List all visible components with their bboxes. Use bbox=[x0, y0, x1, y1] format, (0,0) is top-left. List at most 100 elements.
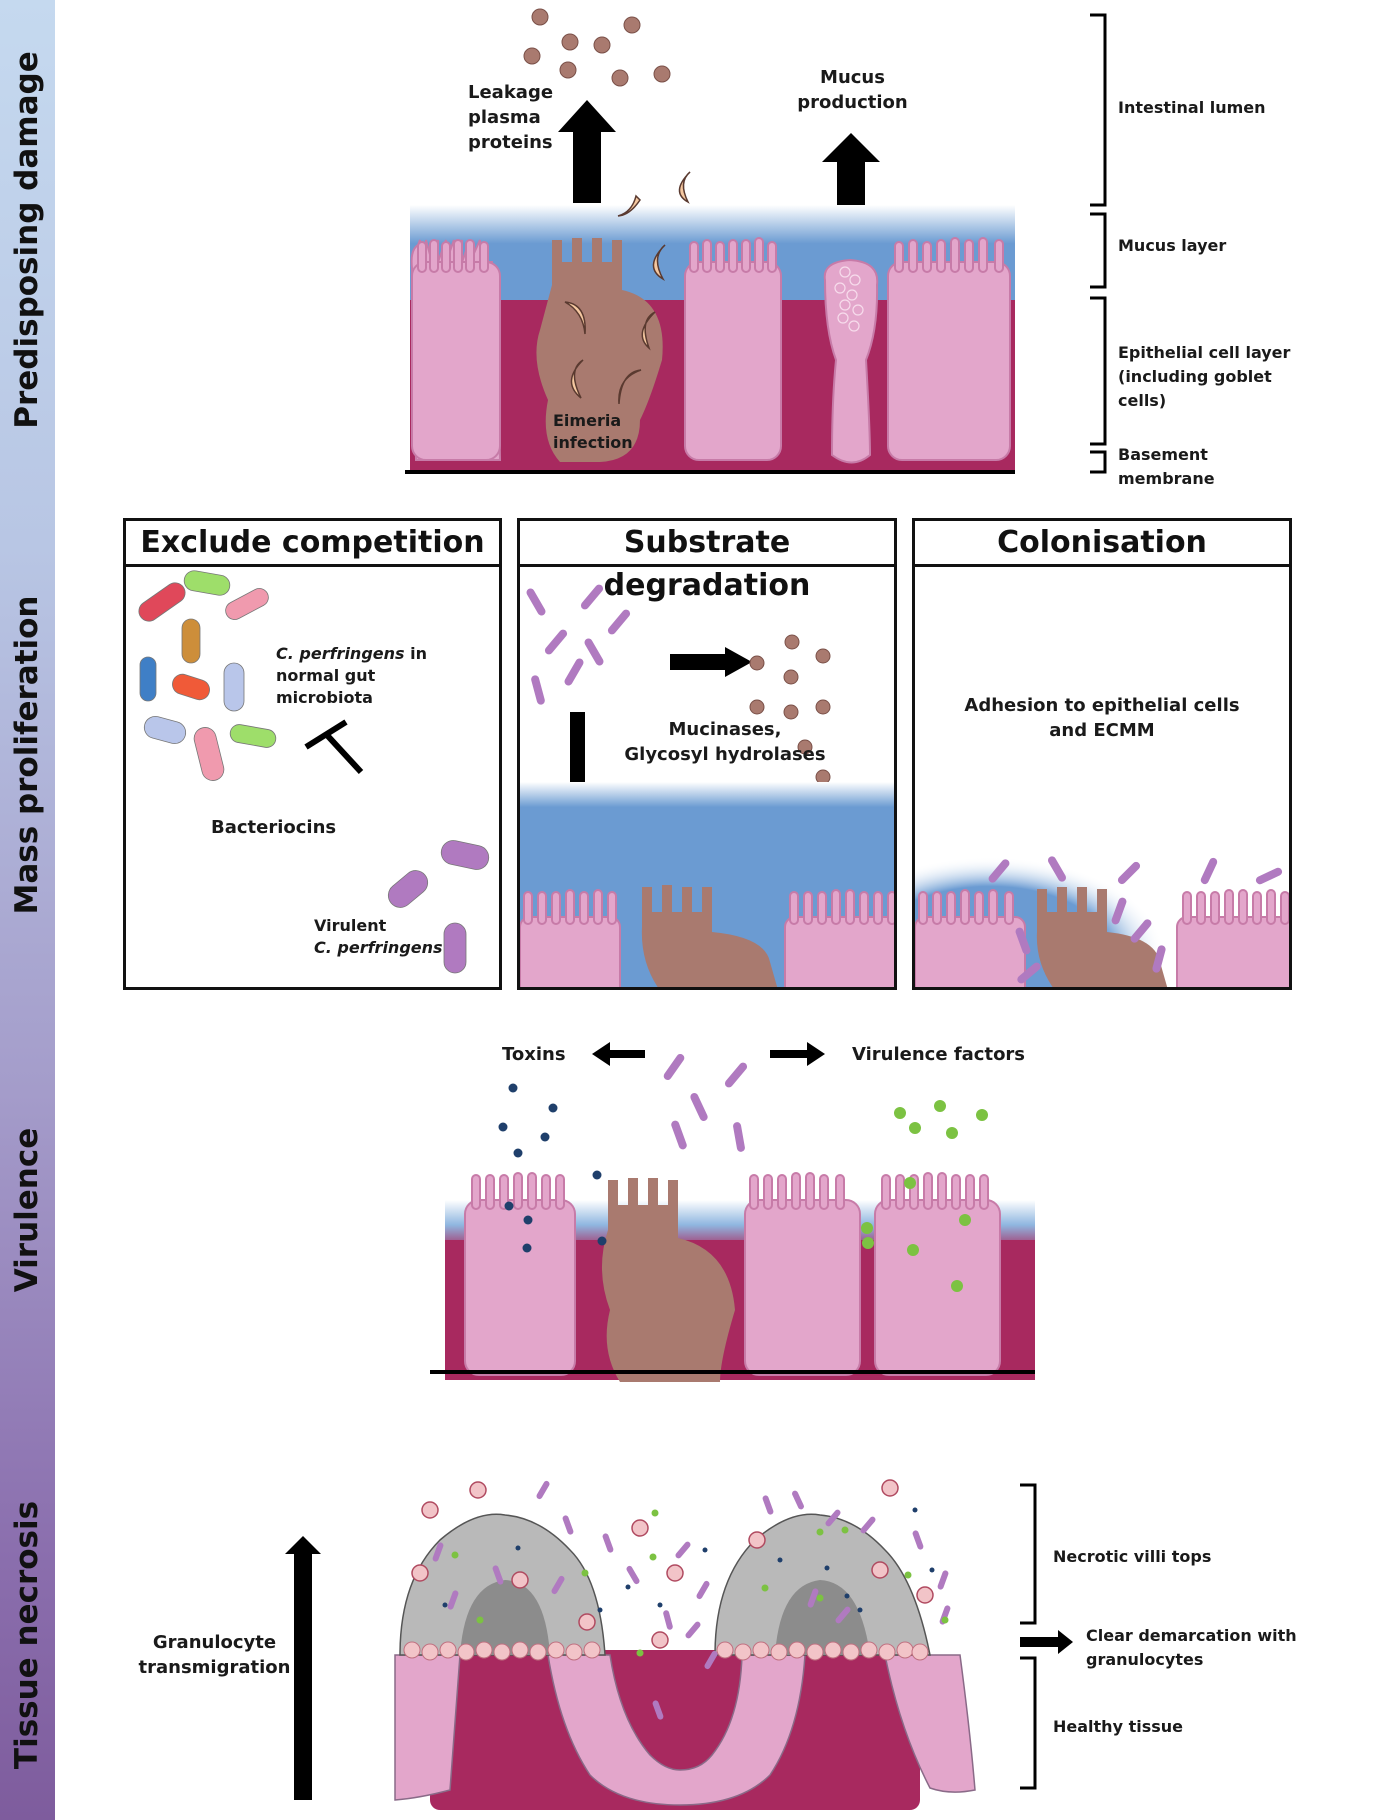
brace-epithelial bbox=[1090, 296, 1107, 446]
plasma-proteins-illustration bbox=[405, 8, 1107, 474]
bacterium bbox=[544, 629, 568, 655]
bacterium bbox=[183, 570, 231, 596]
layer-label-mucus: Mucus layer bbox=[1118, 236, 1227, 255]
label-necrotic-villi-tops: Necrotic villi tops bbox=[1053, 1547, 1212, 1566]
necrosis-braces bbox=[1020, 1483, 1037, 1790]
necrosis-illustration bbox=[285, 1479, 1073, 1810]
brace-mucus-layer bbox=[1090, 212, 1107, 289]
bacterium bbox=[229, 724, 277, 748]
plasma-protein-dot bbox=[531, 8, 549, 26]
mucin-granules bbox=[834, 266, 864, 332]
bacterium bbox=[988, 859, 1010, 883]
layer-label-epithelial: Epithelial cell layer (including goblet … bbox=[1118, 343, 1291, 410]
basement-membrane-line bbox=[405, 470, 1015, 474]
epithelial-cells bbox=[520, 889, 894, 987]
bacterium bbox=[1015, 927, 1031, 955]
bacterium bbox=[1200, 857, 1218, 885]
microbiota-illustration bbox=[138, 570, 490, 974]
microvilli-1 bbox=[417, 239, 489, 273]
necrosis-bacteria bbox=[432, 1480, 951, 1720]
mucus-production-label: Mucus production bbox=[797, 67, 908, 113]
bacterium bbox=[225, 588, 269, 620]
bacterium bbox=[1152, 945, 1166, 973]
sporozoite bbox=[618, 369, 642, 405]
enzyme-label: Mucinases, Glycosyl hydrolases bbox=[624, 719, 826, 765]
necrosis-virulence-factors bbox=[451, 1509, 949, 1657]
panel-title: Exclude competition bbox=[126, 521, 499, 567]
sporozoite bbox=[652, 244, 666, 282]
label-clear-demarcation: Clear demarcation with granulocytes bbox=[1086, 1626, 1297, 1669]
bacterium bbox=[143, 716, 187, 744]
bacteriocins-label: Bacteriocins bbox=[211, 817, 337, 838]
eimeria-sporozoites bbox=[564, 171, 691, 405]
bacterium bbox=[139, 656, 157, 702]
mucus-up-arrow bbox=[822, 133, 880, 237]
brace-basement bbox=[1090, 450, 1107, 474]
infected-cell bbox=[641, 885, 778, 987]
bacterium bbox=[443, 922, 467, 974]
bacterium bbox=[690, 1093, 708, 1121]
bacterium bbox=[580, 584, 604, 610]
virulence-factors-label: Virulence factors bbox=[852, 1044, 1026, 1065]
stage-sidebar: Predisposing damage Mass proliferation V… bbox=[0, 0, 55, 1820]
virulence-factor-particles bbox=[861, 1100, 988, 1292]
epithelial-cells bbox=[464, 1172, 1001, 1376]
bacterium bbox=[193, 727, 225, 781]
epithelial-cell-5 bbox=[887, 237, 1011, 461]
panel-title: Substrate degradation bbox=[520, 521, 894, 603]
brace-necrotic-tops bbox=[1020, 1483, 1037, 1625]
virulent-cperfringens-label: Virulent C. perfringens bbox=[314, 916, 443, 957]
bacterium bbox=[724, 1062, 748, 1088]
toxin-particles bbox=[498, 1083, 607, 1253]
plasma-protein-dot bbox=[561, 33, 579, 51]
adhesion-label: Adhesion to epithelial cells and ECMM bbox=[964, 695, 1240, 741]
substrate-degradation-illustration bbox=[520, 584, 894, 987]
inhibition-symbol bbox=[304, 719, 364, 775]
layer-label-basement: Basement membrane bbox=[1118, 445, 1215, 488]
granulocytes bbox=[411, 1479, 934, 1649]
epithelial-cell-3 bbox=[684, 237, 782, 461]
granulocyte-up-arrow bbox=[285, 1536, 321, 1800]
infected-cell bbox=[601, 1178, 735, 1382]
plasma-protein-dot bbox=[611, 69, 629, 87]
plasma-protein-dot bbox=[623, 16, 641, 34]
goblet-cell bbox=[823, 258, 879, 464]
epithelial-cells bbox=[915, 889, 1289, 987]
granulocyte-demarcation bbox=[403, 1641, 929, 1661]
bacterium bbox=[607, 609, 631, 635]
plasma-protein-dot bbox=[653, 65, 671, 83]
toxins-left-arrow bbox=[592, 1042, 645, 1066]
sporozoite bbox=[570, 359, 584, 399]
bacterium bbox=[531, 675, 545, 705]
panel-substrate-degradation: Substrate degradation bbox=[517, 518, 897, 990]
necrosis-toxins bbox=[442, 1507, 935, 1613]
bacterium bbox=[733, 1122, 745, 1152]
normal-microbiota-label: C. perfringens in normal gut microbiota bbox=[276, 644, 427, 707]
label-healthy-tissue: Healthy tissue bbox=[1053, 1717, 1183, 1736]
bacterium bbox=[223, 662, 245, 712]
brace-healthy-tissue bbox=[1020, 1656, 1037, 1790]
bacterium bbox=[1017, 962, 1041, 984]
adhering-bacteria bbox=[988, 856, 1283, 984]
toxins-label: Toxins bbox=[502, 1044, 566, 1065]
plasma-protein-dot bbox=[559, 61, 577, 79]
eimeria-infection-label: Eimeria infection bbox=[553, 411, 633, 452]
layer-braces bbox=[1090, 13, 1107, 474]
bacterium bbox=[172, 673, 210, 701]
bacterium bbox=[181, 618, 201, 664]
epithelial-cell-1 bbox=[411, 261, 501, 461]
virulence-section: Toxins Virulence factors bbox=[0, 1010, 1390, 1390]
bacterium bbox=[671, 1120, 687, 1150]
right-arrow bbox=[670, 647, 752, 677]
sporozoite bbox=[641, 311, 656, 351]
predisposing-section: Leakage plasma proteins Mucus production… bbox=[0, 0, 1390, 500]
bacterium bbox=[1048, 856, 1066, 882]
healthy-epithelium bbox=[394, 1654, 976, 1806]
basement-membrane-line bbox=[430, 1370, 1035, 1374]
factors-right-arrow bbox=[770, 1042, 825, 1066]
panel-title: Colonisation bbox=[915, 521, 1289, 567]
bacterium bbox=[1130, 919, 1152, 943]
virulence-illustration bbox=[430, 1042, 1035, 1382]
plasma-protein-dot bbox=[593, 36, 611, 54]
demarcation-right-arrow bbox=[1020, 1630, 1073, 1654]
